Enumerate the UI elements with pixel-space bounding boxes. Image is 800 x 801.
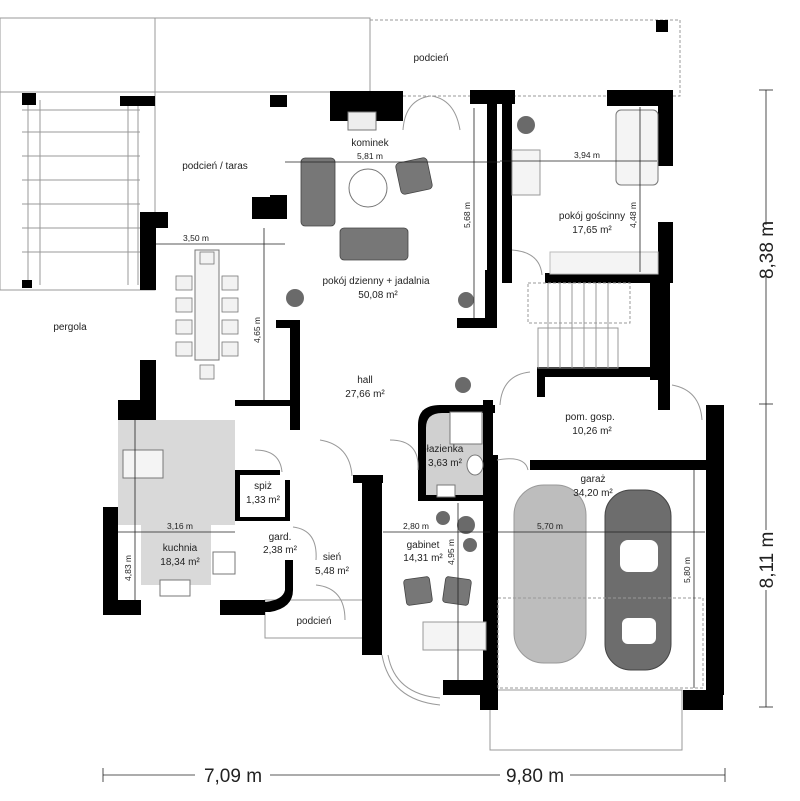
bathroom-name: łazienka (427, 444, 464, 455)
office-armchair-icon (442, 576, 472, 606)
sofa-bottom-icon (339, 227, 409, 261)
utility-room-name: pom. gosp. (565, 412, 614, 423)
pantry-name: spiż (254, 481, 272, 492)
office-desk-icon (422, 621, 487, 651)
plant-icon (463, 538, 477, 552)
sofa-left-icon (300, 157, 336, 227)
sink-icon (159, 579, 191, 597)
armchair-icon (395, 157, 433, 195)
wardrobe-area: 2,38 m² (263, 545, 298, 556)
vestibule-area: 5,48 m² (315, 566, 350, 577)
fireplace-icon (347, 111, 377, 131)
office-armchair-icon (403, 576, 433, 606)
furniture (122, 109, 704, 689)
plants (286, 116, 535, 552)
dim-guest-width: 3,94 m (574, 150, 600, 160)
dim-overall-width-left: 7,09 m (204, 766, 262, 787)
dim-garage-depth: 5,80 m (682, 557, 692, 583)
office-name: gabinet (407, 540, 440, 551)
kitchen-floor-lower (141, 525, 211, 585)
room-labels: podcień podcień / taras pergola kominek … (53, 53, 625, 627)
stove-icon (212, 551, 236, 575)
bathroom-area: 3,63 m² (428, 458, 463, 469)
podcien-entry-label: podcień (296, 616, 331, 627)
plant-icon (436, 511, 450, 525)
living-room-name: pokój dzienny + jadalnia (322, 276, 429, 287)
guest-wardrobe-icon (549, 251, 659, 275)
garage-name: garaż (580, 474, 605, 485)
kominek-label: kominek (351, 138, 389, 149)
toilet-icon (466, 454, 484, 476)
podcien-top-label: podcień (413, 53, 448, 64)
kitchen-name: kuchnia (163, 543, 198, 554)
dim-kitchen-depth: 4,83 m (123, 555, 133, 581)
taras-label: podcień / taras (182, 161, 248, 172)
kitchen-area: 18,34 m² (160, 557, 200, 568)
dim-office-depth: 4,95 m (446, 539, 456, 565)
plant-icon (457, 516, 475, 534)
plant-icon (458, 292, 474, 308)
shower-icon (449, 411, 483, 445)
dimension-labels: 5,81 m 5,68 m 3,50 m 4,65 m 3,94 m 4,48 … (123, 150, 778, 787)
plant-icon (455, 377, 471, 393)
dim-dining-width: 3,50 m (183, 233, 209, 243)
dim-living-width: 5,81 m (357, 151, 383, 161)
dim-guest-depth: 4,48 m (628, 202, 638, 228)
dim-garage-width: 5,70 m (537, 521, 563, 531)
dimension-lines (102, 89, 773, 782)
doors (254, 95, 703, 621)
dining-table-icon (194, 249, 220, 361)
stairs (527, 282, 631, 369)
outdoor-outlines (0, 17, 683, 751)
utility-room-area: 10,26 m² (572, 426, 612, 437)
hall-name: hall (357, 375, 373, 386)
hall-area: 27,66 m² (345, 389, 385, 400)
washbasin-icon (436, 484, 456, 498)
pergola-slats (22, 100, 140, 285)
pergola-label: pergola (53, 322, 87, 333)
pantry-area: 1,33 m² (246, 495, 281, 506)
car-light-icon (513, 484, 587, 664)
vestibule-name: sień (323, 552, 341, 563)
plant-icon (286, 289, 304, 307)
coffee-table-icon (348, 168, 388, 208)
plant-icon (517, 116, 535, 134)
living-room-area: 50,08 m² (358, 290, 398, 301)
dim-overall-depth-top: 8,38 m (757, 221, 778, 279)
wardrobe-name: gard. (269, 532, 292, 543)
dim-office-width: 2,80 m (403, 521, 429, 531)
office-area: 14,31 m² (403, 553, 443, 564)
dim-overall-depth-bottom: 8,11 m (757, 532, 778, 589)
dim-kitchen-width: 3,16 m (167, 521, 193, 531)
desk-icon (511, 149, 541, 196)
kitchen-table-icon (122, 449, 164, 479)
garage-area: 34,20 m² (573, 488, 613, 499)
bed-icon (615, 109, 659, 186)
walls (22, 20, 724, 710)
guest-room-area: 17,65 m² (572, 225, 612, 236)
dim-overall-width-right: 9,80 m (506, 766, 564, 787)
dim-dining-depth: 4,65 m (252, 317, 262, 343)
guest-room-name: pokój gościnny (559, 211, 625, 222)
dim-living-depth: 5,68 m (462, 202, 472, 228)
